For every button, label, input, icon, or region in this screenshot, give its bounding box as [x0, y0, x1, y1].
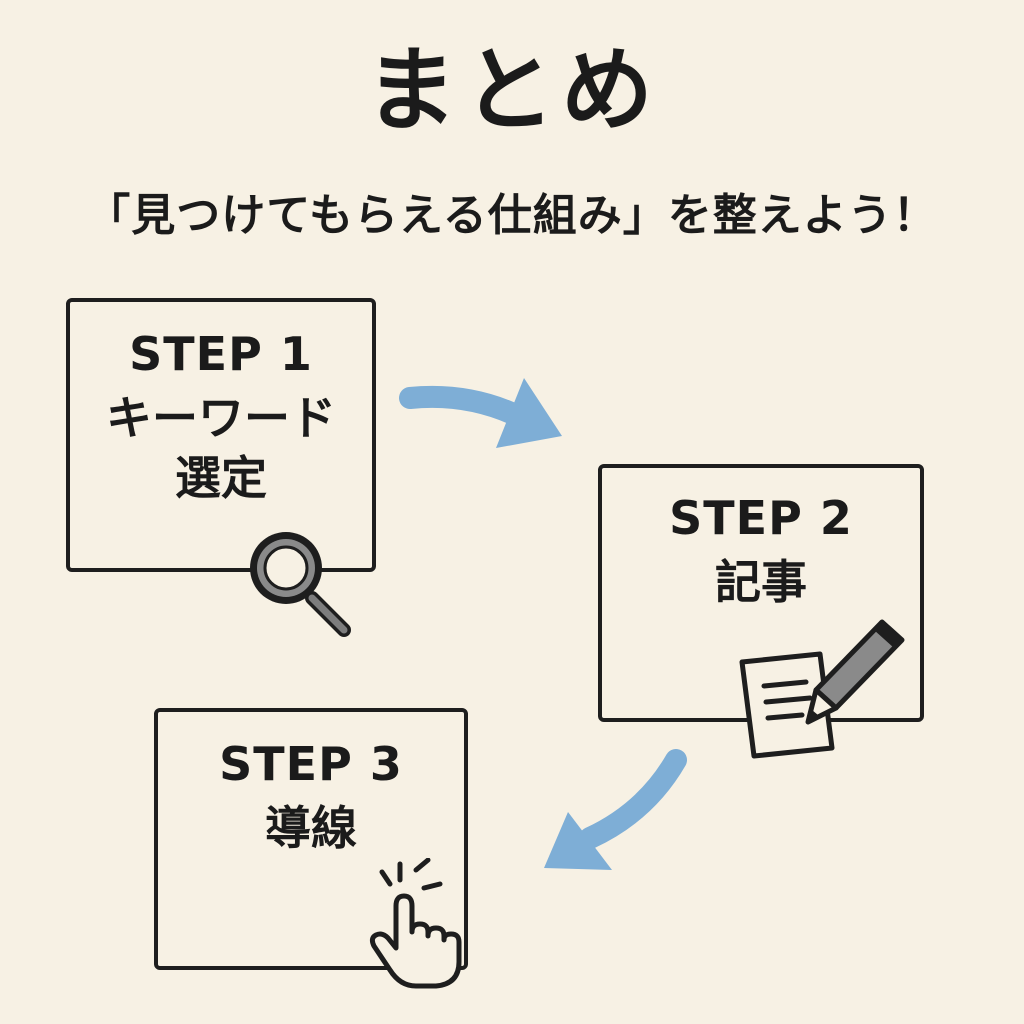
memo-pencil-icon	[736, 614, 908, 760]
memo-icon	[739, 651, 835, 759]
step-3-label: STEP 3	[219, 737, 403, 791]
page-title: まとめ	[364, 37, 659, 144]
magnifier-icon	[246, 528, 354, 640]
step-2-text: 記事	[715, 554, 807, 609]
arrow-step1-to-step2	[399, 378, 562, 448]
page-subtitle: 「見つけてもらえる仕組み」を整えよう！	[86, 190, 938, 241]
step-2-label: STEP 2	[669, 491, 853, 545]
step-1-text: キーワード選定	[106, 390, 336, 505]
arrow-step2-to-step3	[544, 749, 687, 870]
step-3-text: 導線	[265, 800, 357, 855]
pencil-icon	[805, 619, 905, 725]
step-1-box: STEP 1 キーワード選定	[66, 298, 376, 572]
pointer-hand-icon	[366, 857, 466, 990]
step-1-label: STEP 1	[129, 327, 313, 381]
click-lines	[379, 857, 443, 891]
step-2-box: STEP 2 記事	[598, 464, 924, 722]
